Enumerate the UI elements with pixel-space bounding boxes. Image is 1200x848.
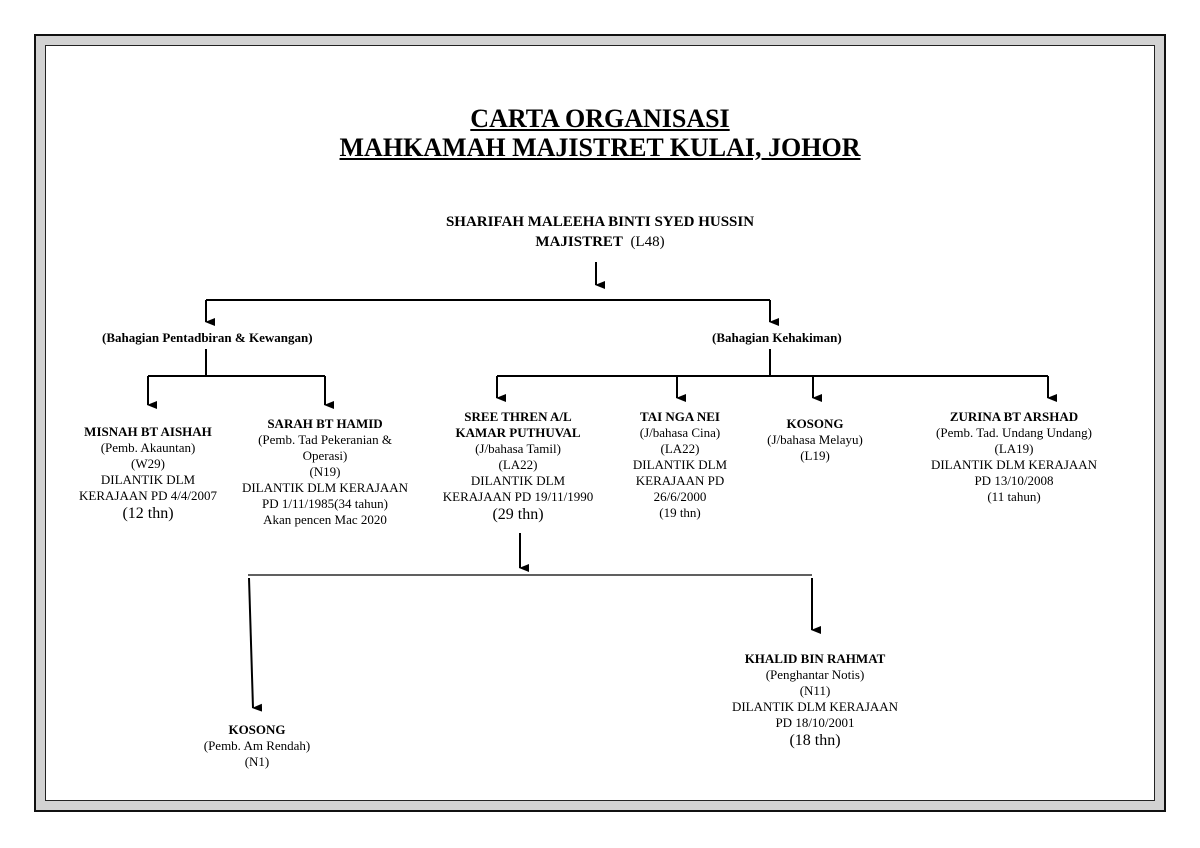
staff-name: SREE THREN A/L (464, 409, 572, 424)
staff-appointed: 26/6/2000 (653, 489, 707, 504)
staff-node-sree: SREE THREN A/L KAMAR PUTHUVAL (J/bahasa … (408, 409, 628, 525)
staff-node-zurina: ZURINA BT ARSHAD (Pemb. Tad. Undang Unda… (914, 409, 1114, 505)
page-frame-inner (45, 45, 1155, 801)
staff-grade: (LA22) (498, 457, 538, 472)
staff-role: (Pemb. Am Rendah) (203, 738, 311, 753)
staff-service: (18 thn) (789, 732, 841, 749)
staff-name: KOSONG (228, 722, 286, 737)
staff-node-sarah: SARAH BT HAMID (Pemb. Tad Pekeranian & O… (205, 416, 445, 528)
staff-appointed: DILANTIK DLM (100, 472, 196, 487)
staff-name: SARAH BT HAMID (267, 416, 383, 431)
staff-appointed: DILANTIK DLM (632, 457, 728, 472)
staff-appointed: DILANTIK DLM KERAJAAN (930, 457, 1098, 472)
head-grade: (L48) (630, 234, 665, 250)
staff-appointed: DILANTIK DLM KERAJAAN (241, 480, 409, 495)
staff-grade: (LA22) (660, 441, 700, 456)
staff-node-tai: TAI NGA NEI (J/bahasa Cina) (LA22) DILAN… (600, 409, 760, 521)
staff-name: ZURINA BT ARSHAD (949, 409, 1079, 424)
staff-grade: (N11) (799, 683, 831, 698)
staff-role: (Pemb. Tad Pekeranian & (258, 432, 392, 447)
staff-node-kosong-melayu: KOSONG (J/bahasa Melayu) (L19) (745, 416, 885, 464)
staff-appointed: KERAJAAN PD (635, 473, 725, 488)
staff-role: (Penghantar Notis) (765, 667, 865, 682)
staff-name: KOSONG (786, 416, 844, 431)
staff-node-kosong-am: KOSONG (Pemb. Am Rendah) (N1) (182, 722, 332, 770)
staff-service: (11 tahun) (987, 489, 1041, 504)
staff-appointed: PD 18/10/2001 (775, 715, 855, 730)
staff-note: Akan pencen Mac 2020 (263, 512, 387, 527)
staff-role: (Pemb. Tad. Undang Undang) (936, 425, 1092, 440)
staff-grade: (W29) (131, 456, 165, 471)
staff-name: KAMAR PUTHUVAL (455, 425, 581, 440)
staff-appointed: DILANTIK DLM (470, 473, 566, 488)
staff-node-misnah: MISNAH BT AISHAH (Pemb. Akauntan) (W29) … (48, 424, 248, 524)
staff-name: TAI NGA NEI (640, 409, 720, 424)
staff-role: (J/bahasa Cina) (639, 425, 721, 440)
connector-to-kosong-am (248, 577, 263, 712)
staff-role: (Pemb. Akauntan) (100, 440, 196, 455)
staff-appointed: PD 13/10/2008 (974, 473, 1054, 488)
staff-appointed: KERAJAAN PD 19/11/1990 (442, 489, 594, 504)
staff-role: (J/bahasa Tamil) (475, 441, 561, 456)
staff-grade: (LA19) (994, 441, 1034, 456)
staff-grade: (N1) (244, 754, 270, 769)
chart-title-line1: CARTA ORGANISASI (470, 104, 730, 133)
staff-service: (12 thn) (122, 505, 174, 522)
staff-role: Operasi) (302, 448, 348, 463)
staff-name: MISNAH BT AISHAH (84, 424, 212, 439)
head-name: SHARIFAH MALEEHA BINTI SYED HUSSIN (445, 214, 755, 230)
staff-node-khalid: KHALID BIN RAHMAT (Penghantar Notis) (N1… (705, 651, 925, 751)
staff-grade: (L19) (800, 448, 830, 463)
section-admin: (Bahagian Pentadbiran & Kewangan) (102, 330, 313, 345)
chart-title-line2: MAHKAMAH MAJISTRET KULAI, JOHOR (339, 133, 861, 162)
head-node: SHARIFAH MALEEHA BINTI SYED HUSSIN MAJIS… (350, 212, 850, 252)
section-judicial: (Bahagian Kehakiman) (712, 330, 842, 345)
head-position: MAJISTRET (535, 234, 623, 250)
staff-service: (19 thn) (659, 505, 701, 520)
staff-name: KHALID BIN RAHMAT (744, 651, 886, 666)
staff-role: (J/bahasa Melayu) (767, 432, 863, 447)
staff-grade: (N19) (309, 464, 341, 479)
staff-appointed: DILANTIK DLM KERAJAAN (731, 699, 899, 714)
staff-appointed: KERAJAAN PD 4/4/2007 (79, 488, 217, 503)
staff-appointed: PD 1/11/1985(34 tahun) (262, 496, 388, 511)
staff-service: (29 thn) (492, 506, 544, 523)
